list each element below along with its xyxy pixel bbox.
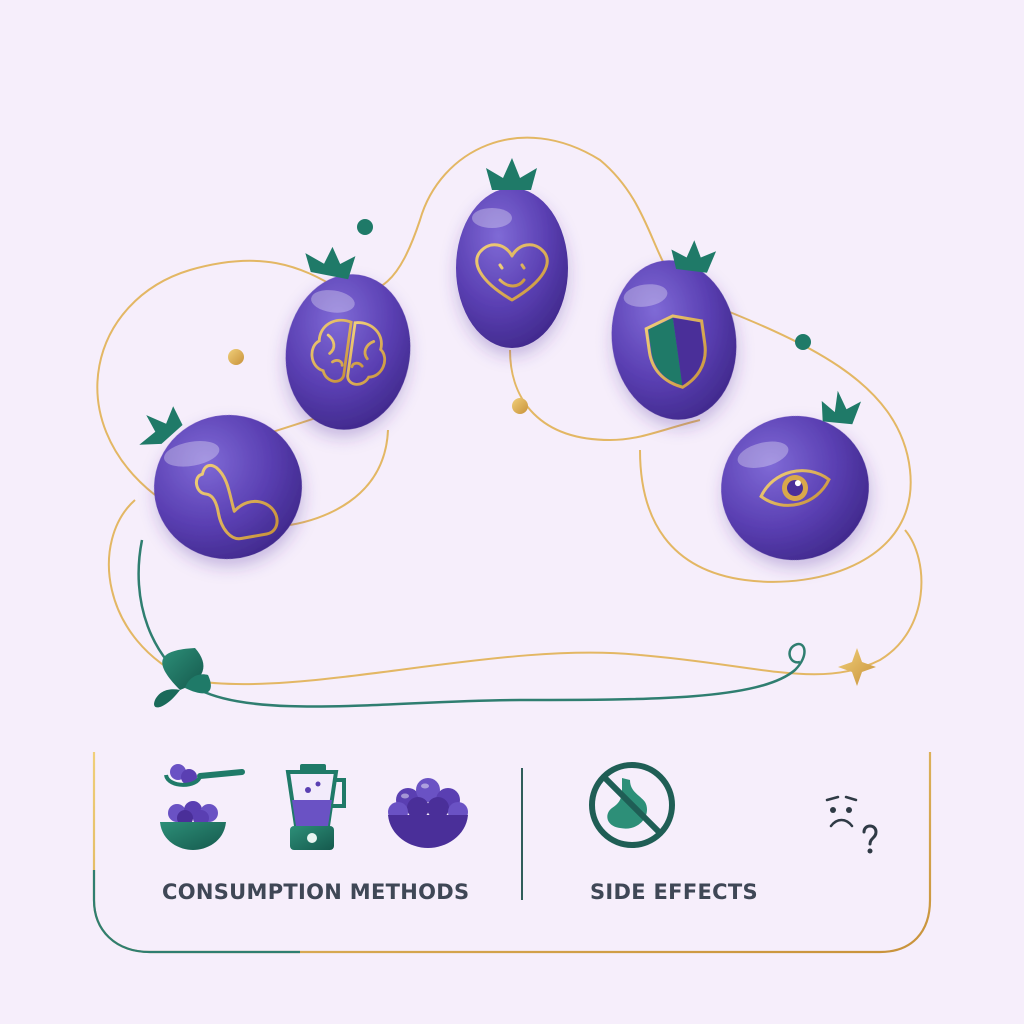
lower-curve-line xyxy=(108,499,923,686)
outer-curve-line xyxy=(96,136,912,583)
berry-eye xyxy=(721,390,869,561)
blender-icon xyxy=(285,764,346,850)
berry-crown xyxy=(486,158,537,190)
gold-dot xyxy=(228,349,244,365)
no-stomach-icon xyxy=(589,762,675,848)
side-effects-label: SIDE EFFECTS xyxy=(590,880,758,904)
teal-dot xyxy=(795,334,811,350)
teal-dot xyxy=(357,219,373,235)
berry-crown xyxy=(139,406,183,445)
heart-icon xyxy=(475,243,549,302)
berry-shield xyxy=(611,240,737,420)
eye-icon xyxy=(759,469,831,507)
muscle-arm-icon xyxy=(194,463,279,541)
shield-icon xyxy=(644,314,707,389)
gold-sparkle-icon xyxy=(838,648,876,686)
leaf-sprig-icon xyxy=(154,648,211,708)
berry-muscle xyxy=(139,406,302,560)
berry-crown xyxy=(671,240,717,273)
bottom-panel-frame xyxy=(92,752,932,954)
teal-swirl-line xyxy=(137,539,806,708)
berry-crown xyxy=(305,246,356,280)
berry-heart xyxy=(456,158,568,348)
spoon-bowl-icon xyxy=(160,764,245,850)
bottom-panel-frame-teal xyxy=(92,870,300,954)
gold-dot xyxy=(512,398,528,414)
berry-crown xyxy=(821,390,862,425)
berry-bowl-icon xyxy=(388,778,468,848)
berry-brain xyxy=(285,246,411,430)
confused-face-icon xyxy=(825,795,878,854)
brain-icon xyxy=(310,318,386,386)
consumption-methods-label: CONSUMPTION METHODS xyxy=(162,880,470,904)
